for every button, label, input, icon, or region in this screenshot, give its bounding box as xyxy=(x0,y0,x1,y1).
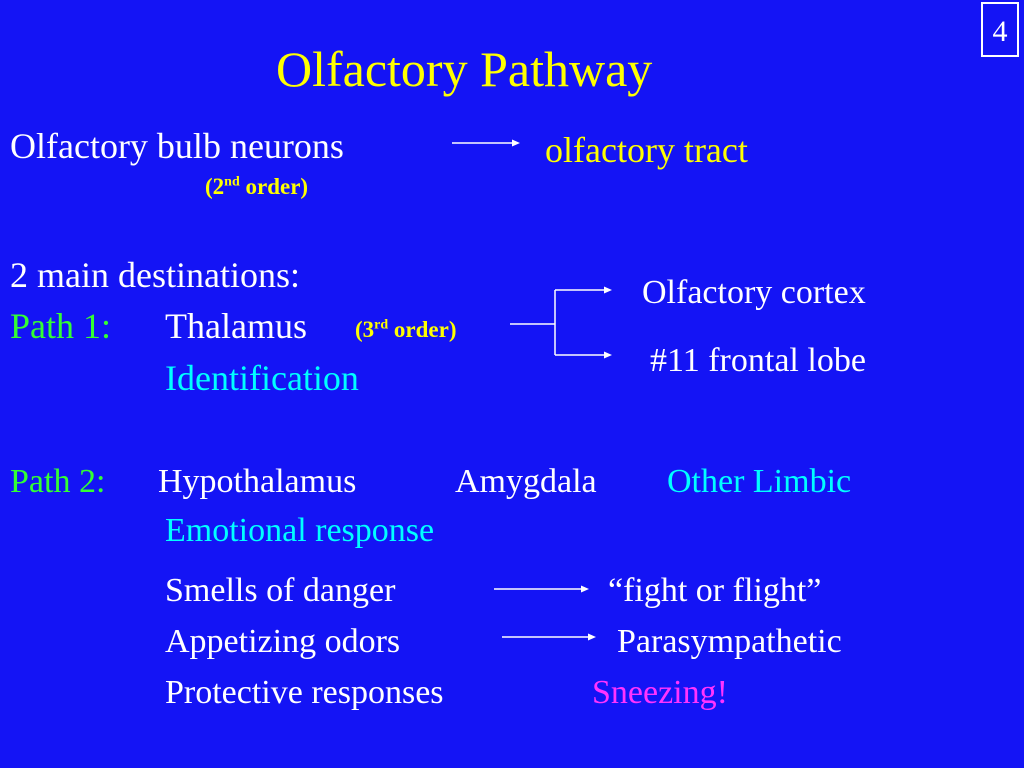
thalamus-order-sup: rd xyxy=(374,317,389,333)
response-result-parasympathetic: Parasympathetic xyxy=(617,623,842,660)
thalamus-label: Thalamus xyxy=(165,306,307,346)
hypothalamus-label: Hypothalamus xyxy=(158,463,357,500)
response-result-fight-or-flight: “fight or flight” xyxy=(608,572,822,609)
other-limbic-label: Other Limbic xyxy=(667,463,852,500)
path2-label: Path 2: xyxy=(10,463,106,500)
olfactory-cortex-label: Olfactory cortex xyxy=(642,274,866,311)
bulb-order-note: (2nd order) xyxy=(205,175,308,198)
amygdala-label: Amygdala xyxy=(455,463,597,500)
response-stimulus-protective: Protective responses xyxy=(165,674,444,711)
identification-label: Identification xyxy=(165,358,359,398)
response-stimulus-danger: Smells of danger xyxy=(165,572,396,609)
path1-label: Path 1: xyxy=(10,306,112,346)
emotional-response-label: Emotional response xyxy=(165,512,435,549)
response-stimulus-appetizing: Appetizing odors xyxy=(165,623,401,660)
destinations-heading: 2 main destinations: xyxy=(10,255,300,295)
bulb-order-close: order) xyxy=(239,174,309,199)
frontal-lobe-label: #11 frontal lobe xyxy=(650,342,866,379)
bulb-order-open: (2 xyxy=(205,174,225,199)
arrow-thalamus-branch xyxy=(510,286,612,359)
thalamus-order-open: (3 xyxy=(355,317,375,342)
bulb-neurons-label: Olfactory bulb neurons xyxy=(10,126,344,166)
slide-title: Olfactory Pathway xyxy=(276,41,653,97)
response-result-sneezing: Sneezing! xyxy=(592,674,728,711)
bulb-order-sup: nd xyxy=(224,174,240,190)
arrow-appetizing-to-parasympathetic xyxy=(502,633,596,641)
arrow-bulb-to-tract xyxy=(452,139,520,147)
arrow-danger-to-fight xyxy=(494,585,589,593)
olfactory-tract-label: olfactory tract xyxy=(545,130,748,170)
thalamus-order-close: order) xyxy=(388,317,457,342)
thalamus-order-note: (3rd order) xyxy=(355,318,457,341)
slide-number: 4 xyxy=(981,2,1019,57)
